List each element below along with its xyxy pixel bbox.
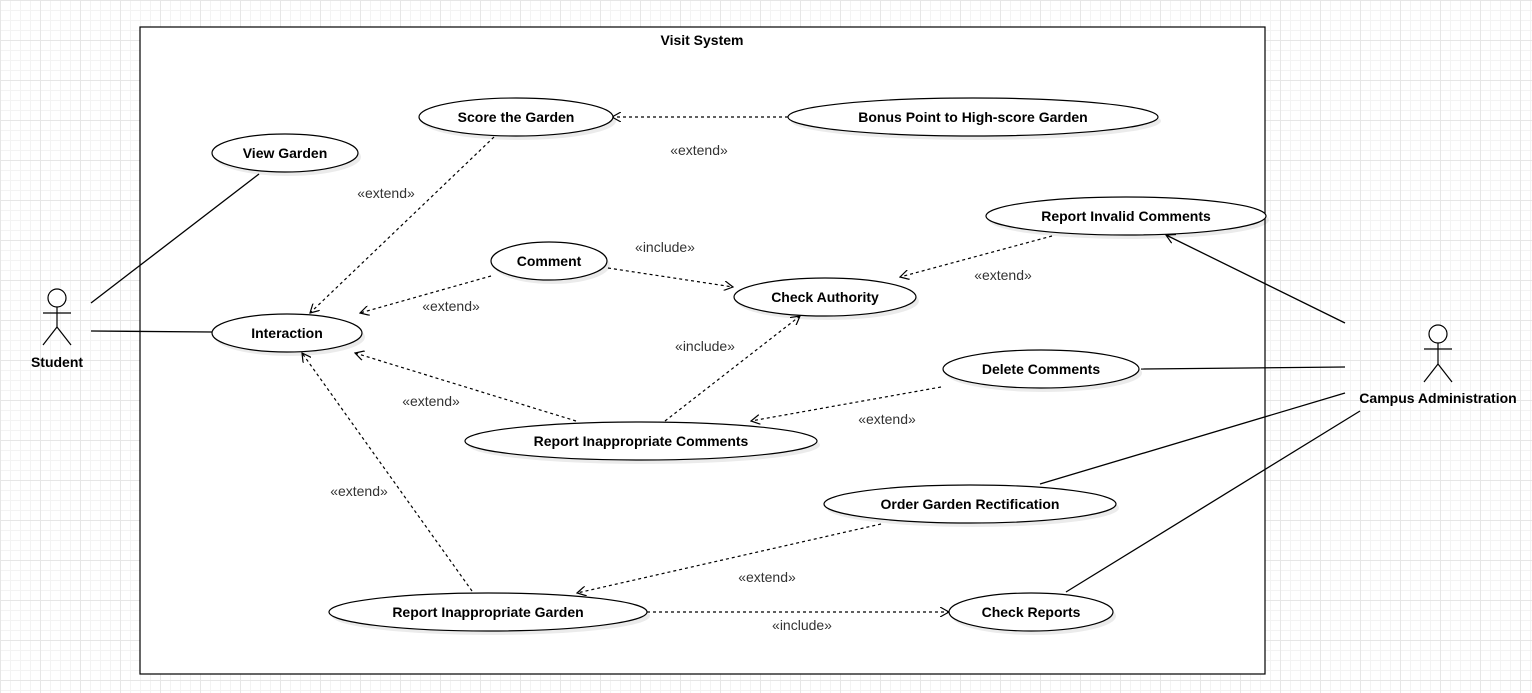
use-case-bonus-point[interactable]: Bonus Point to High-score Garden xyxy=(787,97,1161,140)
use-case-label: Report Inappropriate Comments xyxy=(534,433,749,449)
use-case-report-invalid-comments[interactable]: Report Invalid Comments xyxy=(985,196,1269,239)
stereotype-score-extend: «extend» xyxy=(357,185,415,201)
dep-rig-interaction xyxy=(302,353,473,592)
dep-comment-interaction xyxy=(360,275,492,313)
assoc-student-interaction xyxy=(90,330,213,333)
use-case-check-authority[interactable]: Check Authority xyxy=(733,277,919,320)
dep-score-interaction xyxy=(310,136,495,313)
dependencies xyxy=(302,117,1053,612)
assoc-admin-check-reports xyxy=(1065,410,1361,593)
stereotype-comment-include: «include» xyxy=(635,239,695,255)
stereotype-order-extend: «extend» xyxy=(738,569,796,585)
actor-label: Student xyxy=(31,354,83,370)
assoc-admin-report-invalid xyxy=(1166,235,1346,324)
use-case-label: Bonus Point to High-score Garden xyxy=(858,109,1087,125)
use-case-check-reports[interactable]: Check Reports xyxy=(948,592,1116,635)
use-case-label: Comment xyxy=(517,253,582,269)
system-title: Visit System xyxy=(660,32,743,48)
assoc-admin-order-rectification xyxy=(1039,392,1346,485)
use-case-delete-comments[interactable]: Delete Comments xyxy=(942,349,1142,392)
use-case-label: Order Garden Rectification xyxy=(881,496,1060,512)
use-case-label: View Garden xyxy=(243,145,328,161)
stereotype-ric-extend: «extend» xyxy=(402,393,460,409)
actor-campus-administration[interactable]: Campus Administration xyxy=(1359,324,1517,406)
stereotype-delete-extend: «extend» xyxy=(858,411,916,427)
use-case-label: Check Reports xyxy=(982,604,1081,620)
system-boundary: Visit System xyxy=(139,26,1266,675)
use-case-label: Check Authority xyxy=(771,289,879,305)
stereotype-rig-extend: «extend» xyxy=(330,483,388,499)
use-case-score-garden[interactable]: Score the Garden xyxy=(418,97,616,140)
use-case-label: Report Invalid Comments xyxy=(1041,208,1211,224)
use-case-label: Interaction xyxy=(251,325,323,341)
actor-label: Campus Administration xyxy=(1359,390,1516,406)
stick-figure-icon xyxy=(42,288,72,346)
use-case-label: Delete Comments xyxy=(982,361,1100,377)
use-case-view-garden[interactable]: View Garden xyxy=(211,133,361,176)
assoc-student-view-garden xyxy=(90,173,260,304)
use-case-label: Report Inappropriate Garden xyxy=(392,604,583,620)
stereotype-invalid-extend: «extend» xyxy=(974,267,1032,283)
stereotype-ric-include: «include» xyxy=(675,338,735,354)
use-case-label: Score the Garden xyxy=(458,109,575,125)
stereotype-bonus-extend: «extend» xyxy=(670,142,728,158)
actor-student[interactable]: Student xyxy=(31,288,83,370)
assoc-admin-delete-comments xyxy=(1140,366,1346,370)
use-case-report-inappropriate-comments[interactable]: Report Inappropriate Comments xyxy=(464,421,820,464)
stereotype-labels: «extend» «extend» «include» «extend» «ex… xyxy=(330,142,1032,633)
dep-delete-ric xyxy=(751,386,942,421)
dep-order-rig xyxy=(577,523,882,593)
use-case-comment[interactable]: Comment xyxy=(490,241,610,284)
use-case-report-inappropriate-garden[interactable]: Report Inappropriate Garden xyxy=(328,592,650,635)
dep-ric-interaction xyxy=(355,353,577,422)
stereotype-rig-include: «include» xyxy=(772,617,832,633)
dep-invalid-check-authority xyxy=(900,235,1053,277)
dep-ric-check-authority xyxy=(664,316,800,422)
stereotype-comment-extend: «extend» xyxy=(422,298,480,314)
use-case-order-garden-rectification[interactable]: Order Garden Rectification xyxy=(823,484,1119,527)
stick-figure-icon xyxy=(1423,324,1453,383)
associations xyxy=(90,173,1361,593)
use-case-interaction[interactable]: Interaction xyxy=(211,313,365,356)
use-cases: Score the Garden Bonus Point to High-sco… xyxy=(211,97,1269,635)
